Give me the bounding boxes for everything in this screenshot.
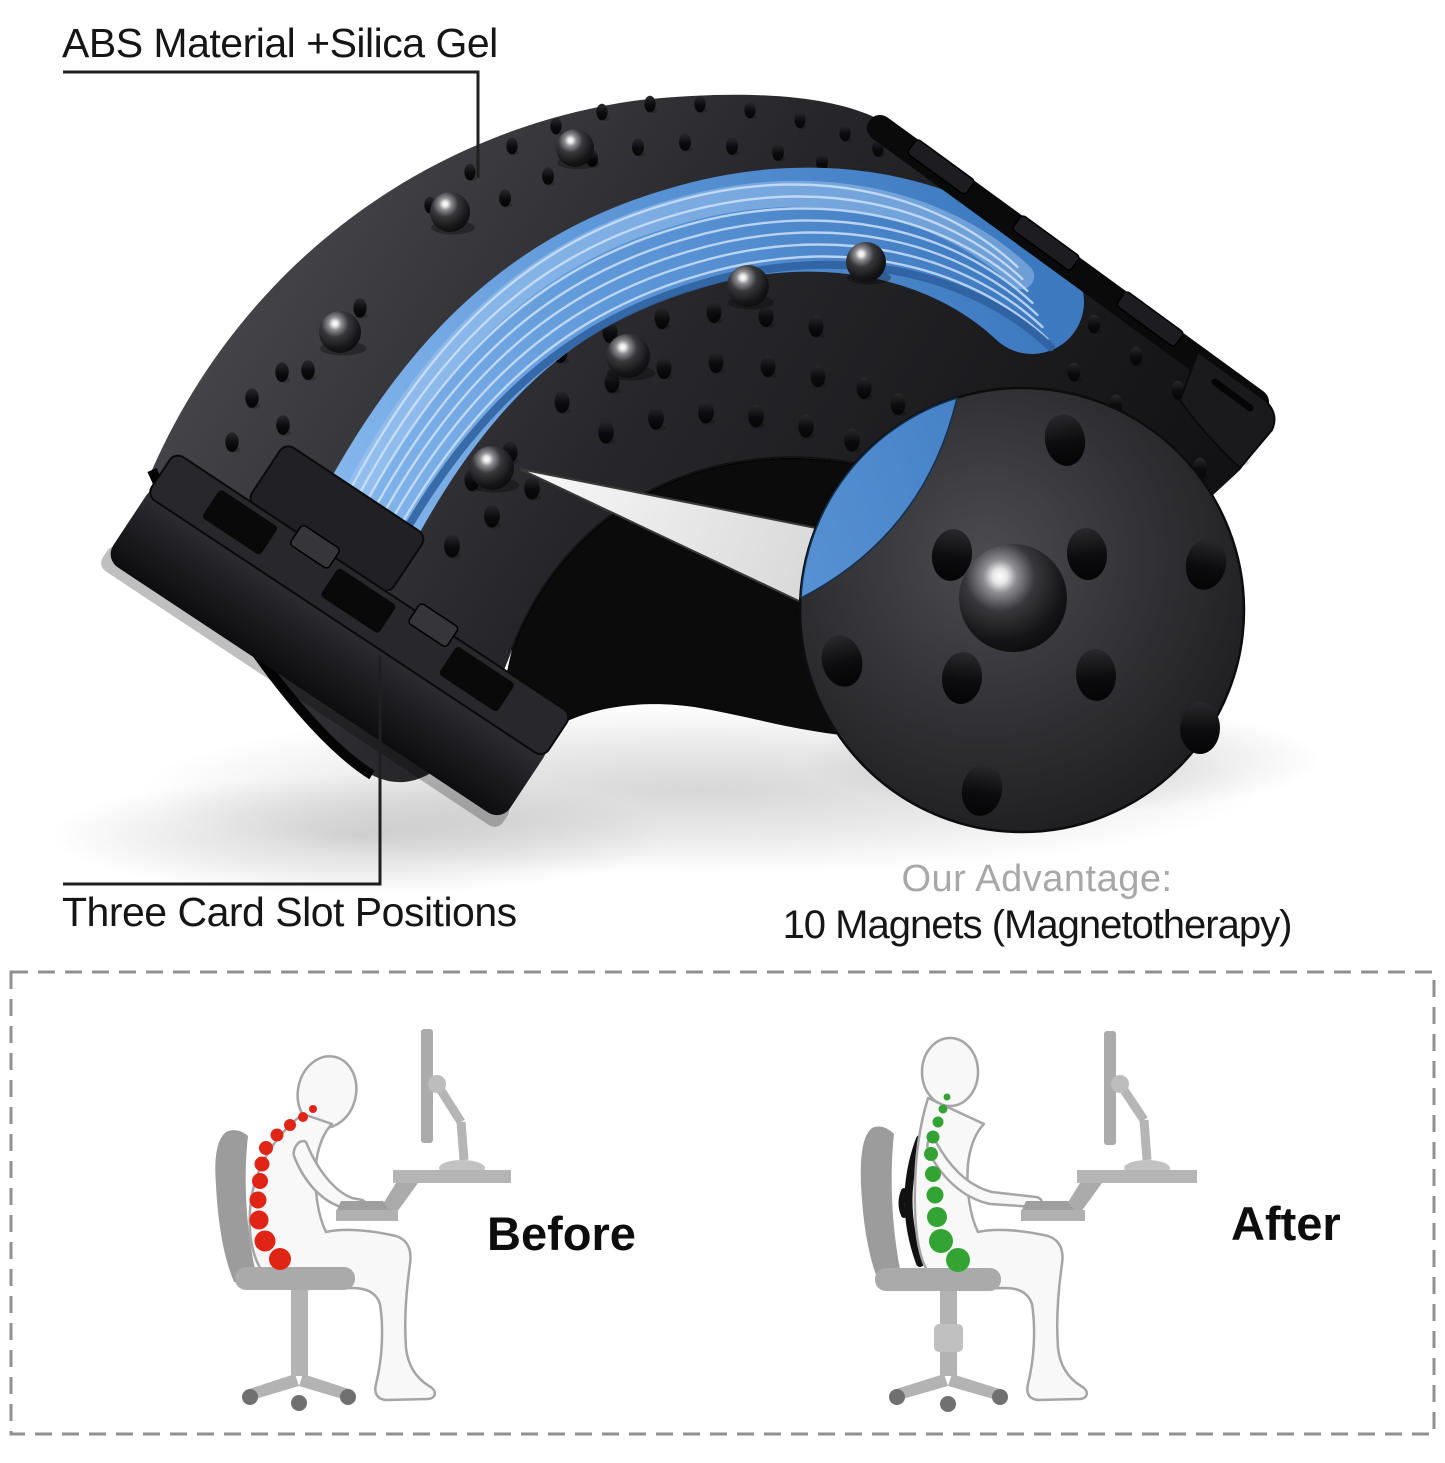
monitor xyxy=(1104,1031,1116,1145)
magnified-magnet-sphere xyxy=(959,544,1067,652)
keyboard xyxy=(337,1201,389,1210)
magnified-blue-strip xyxy=(800,396,959,600)
material-callout-line xyxy=(63,70,480,178)
before-label: Before xyxy=(487,1207,636,1260)
chair-seat xyxy=(875,1268,1001,1291)
before-scene xyxy=(215,1029,511,1411)
magnified-spikes xyxy=(821,414,1227,816)
keyboard-tray xyxy=(1021,1210,1085,1221)
desk-bracket xyxy=(1062,1183,1102,1212)
callout-lines xyxy=(63,70,480,886)
card-slots-callout-line xyxy=(63,655,382,886)
keyboard xyxy=(1022,1201,1074,1210)
caster xyxy=(889,1389,905,1405)
side-rail xyxy=(867,115,1276,470)
chair-front xyxy=(875,1268,1008,1412)
caster xyxy=(242,1389,258,1405)
chair-leg-left xyxy=(246,1374,299,1400)
magnifier-detail xyxy=(798,386,1246,834)
chair-front xyxy=(235,1267,356,1411)
caster xyxy=(340,1389,356,1405)
person-before xyxy=(248,1055,437,1402)
keyboard-tray xyxy=(336,1210,398,1221)
spine-dots-after xyxy=(924,1093,970,1272)
monitor xyxy=(421,1029,433,1143)
desk-bracket xyxy=(378,1183,418,1212)
material-label: ABS Material +Silica Gel xyxy=(62,20,498,66)
blue-silicone-strip xyxy=(278,167,1084,647)
chair-pedestal xyxy=(291,1290,308,1376)
lumbar-support-arcs xyxy=(898,1135,924,1267)
spine-dots-before xyxy=(249,1105,317,1270)
rail-end-tip xyxy=(1178,350,1276,470)
after-scene xyxy=(860,1031,1197,1412)
chair-leg-right xyxy=(948,1374,1003,1400)
desk-top xyxy=(393,1170,511,1183)
desk-top xyxy=(1077,1170,1197,1183)
caster xyxy=(992,1389,1008,1405)
monitor-arm-pivot xyxy=(1111,1075,1129,1093)
back-stretcher-product xyxy=(101,94,1276,827)
caster xyxy=(291,1395,307,1411)
chair-leg-left xyxy=(893,1374,948,1400)
chair-backrest xyxy=(215,1130,258,1282)
advantage-block: Our Advantage: 10 Magnets (Magnetotherap… xyxy=(782,858,1293,948)
magnet-domes xyxy=(319,129,891,493)
desk-before xyxy=(336,1029,511,1221)
comparison-panel-border xyxy=(9,970,1436,1436)
head xyxy=(920,1036,980,1108)
monitor-arm-pivot xyxy=(428,1075,446,1093)
advantage-text: 10 Magnets (Magnetotherapy) xyxy=(782,903,1293,947)
base-card-slots xyxy=(101,454,570,827)
chair-backrest xyxy=(860,1126,903,1283)
chair-leg-right xyxy=(299,1374,352,1400)
desk-after xyxy=(1021,1031,1197,1221)
pedestal-collar xyxy=(934,1324,963,1352)
caster xyxy=(940,1396,956,1412)
card-slots-label: Three Card Slot Positions xyxy=(62,889,517,935)
after-label: After xyxy=(1231,1197,1341,1250)
advantage-heading: Our Advantage: xyxy=(901,858,1173,900)
chair-seat xyxy=(235,1267,355,1290)
